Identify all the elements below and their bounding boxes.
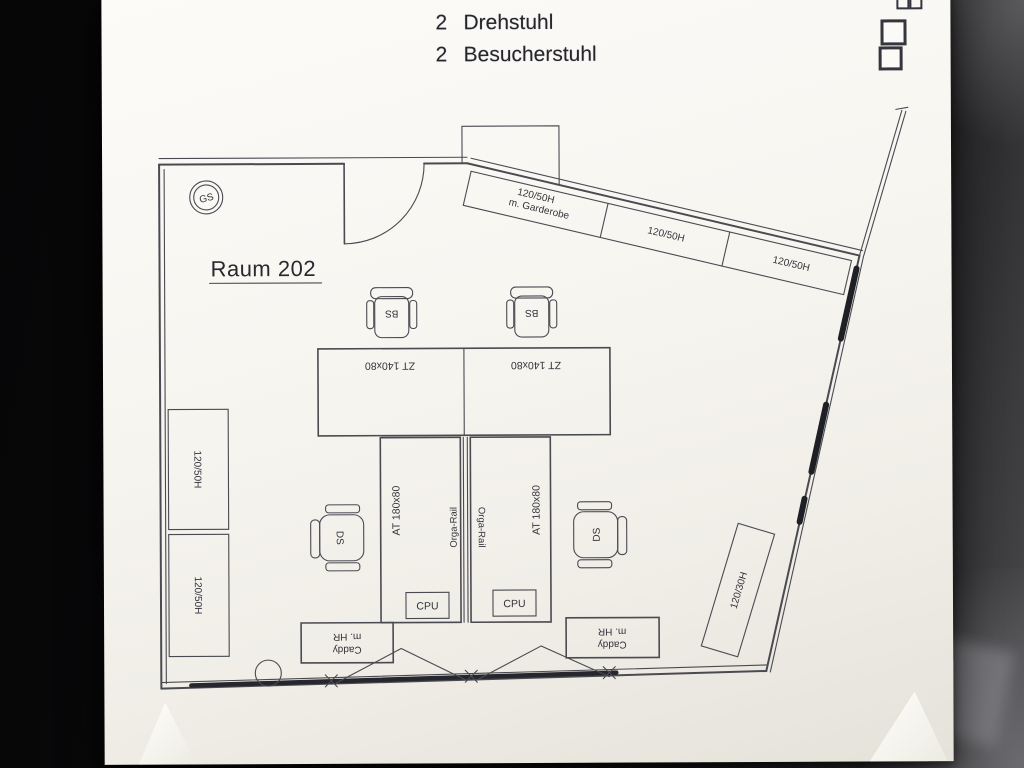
cpu-unit: CPU: [492, 589, 537, 617]
caddy: Caddy m. HR: [300, 621, 395, 664]
desks: AT 180x80 AT 180x80 Orga-Rail Orga-Rail: [379, 436, 552, 624]
gs-badge-label: GS: [198, 192, 215, 206]
cabinet-label: 120/50H: [191, 451, 202, 489]
cabinet-label: 120/30H: [729, 571, 750, 610]
caddy-sublabel: m. HR: [333, 631, 361, 642]
window-mullions: [796, 265, 860, 525]
window-tilt-icon: [475, 645, 610, 681]
floor-plan: GS Raum 202 120/50H m. Garderobe 120/50H…: [158, 106, 909, 690]
cabinet: [168, 533, 230, 658]
cpu-label: CPU: [503, 598, 525, 610]
door: [343, 162, 425, 245]
visitor-chair: BS: [366, 286, 418, 339]
chair-label: DS: [334, 531, 345, 545]
wardrobe-cabinet-row: 120/50H m. Garderobe 120/50H 120/50H: [462, 170, 853, 296]
cabinet-label: 120/50H: [646, 225, 685, 244]
desk: [469, 436, 552, 624]
window-tilt-icon: [335, 647, 467, 684]
caddy-sublabel: m. HR: [598, 626, 626, 637]
room-title: Raum 202: [209, 256, 323, 284]
caddy-label: Caddy: [598, 639, 627, 650]
desk-label: AT 180x80: [530, 485, 542, 535]
side-tables: ZT 140x80 ZT 140x80: [317, 346, 612, 437]
outer-wall: [858, 109, 903, 257]
cabinet-label: 120/50H: [771, 255, 810, 274]
door-swing-arc: [343, 162, 425, 245]
desk-chair: DS: [310, 504, 365, 572]
orga-rail-label: Orga-Rail: [449, 507, 460, 548]
left-cabinets: 120/50H 120/50H: [167, 408, 230, 658]
caddy-label: Caddy: [333, 644, 362, 655]
cabinet-label: 120/50H: [192, 577, 203, 615]
chair-label: BS: [385, 308, 399, 319]
cpu-label: CPU: [416, 600, 438, 612]
waste-bin: [254, 659, 282, 687]
chair-label: DS: [592, 527, 603, 541]
chair-label: BS: [525, 307, 539, 318]
orga-rail-channel: [466, 436, 469, 623]
plan-sheet: 2 Mülleimer 2 Drehstuhl 2 Besucherstuhl: [101, 0, 954, 765]
right-cabinet: 120/30H: [700, 522, 776, 658]
cpu-unit: CPU: [405, 591, 450, 620]
visitor-chair: BS: [506, 286, 558, 338]
room-label: Raum 202: [210, 256, 316, 281]
table-label: ZT 140x80: [365, 359, 415, 371]
wall-niche: [461, 125, 560, 186]
orga-rail-label: Orga-Rail: [476, 507, 487, 548]
desk: [379, 436, 462, 624]
desk-label: AT 180x80: [390, 485, 402, 535]
table-label: ZT 140x80: [511, 359, 561, 371]
gs-badge: GS: [189, 180, 224, 215]
bottom-window: [189, 645, 619, 688]
cabinet: [167, 408, 230, 531]
orga-rail-channel: [462, 436, 465, 623]
caddy: Caddy m. HR: [565, 616, 661, 659]
desk-chair: DS: [573, 501, 628, 569]
